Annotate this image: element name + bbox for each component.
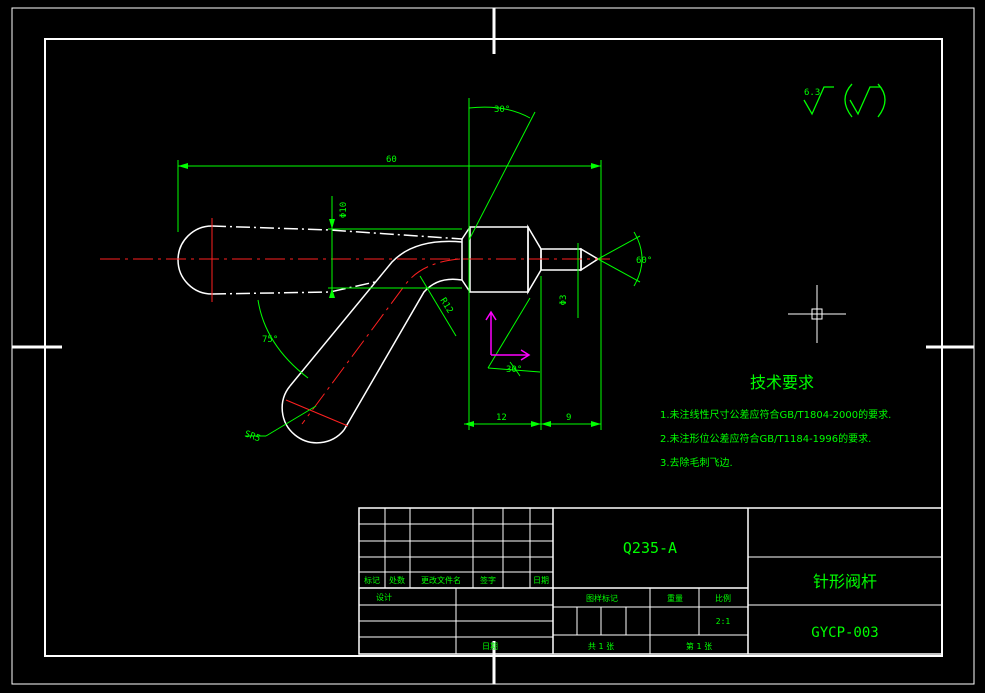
dim-angle-60: 60° — [636, 256, 652, 266]
dim-dia-10: Φ10 — [339, 202, 349, 218]
scale-value: 2:1 — [716, 617, 731, 626]
part-name-text: 针形阀杆 — [813, 572, 877, 591]
header-mark: 标记 — [364, 575, 380, 585]
crosshair-icon — [788, 285, 846, 343]
tech-requirements-title: 技术要求 — [750, 373, 814, 392]
tech-requirement-3: 3.去除毛刺飞边. — [660, 456, 733, 469]
surface-finish-symbol — [803, 83, 886, 118]
handle-left-end — [177, 225, 213, 295]
material-text: Q235-A — [623, 539, 677, 557]
part-outline — [177, 224, 600, 444]
scale-label: 比例 — [715, 593, 731, 603]
tech-requirement-2: 2.未注形位公差应符合GB/T1184-1996的要求. — [660, 432, 871, 445]
dimension-arrows — [178, 163, 601, 427]
dimension-lines — [177, 98, 643, 437]
header-change-doc: 更改文件名 — [421, 575, 461, 585]
total-sheets-label: 共 1 张 — [588, 642, 614, 651]
stage-mark-label: 图样标记 — [586, 593, 618, 603]
technical-requirements: 技术要求 1.未注线性尺寸公差应符合GB/T1804-2000的要求. 2.未注… — [660, 373, 891, 469]
dim-angle-30-bottom: 30° — [506, 365, 522, 375]
title-block-texts: 标记 处数 更改文件名 签字 日期 设计 日期 图样标记 重量 比例 2:1 共… — [364, 539, 879, 651]
drawing-frame — [11, 7, 975, 685]
sheet-label: 第 1 张 — [686, 641, 712, 651]
date-label: 日期 — [482, 642, 498, 651]
header-signature: 签字 — [480, 575, 496, 585]
dim-9: 9 — [566, 413, 571, 423]
ucs-icon — [485, 310, 531, 361]
arm-end-ball — [281, 385, 345, 444]
title-block — [358, 507, 943, 655]
weight-label: 重量 — [667, 593, 683, 603]
surface-finish-value: 6.3 — [804, 88, 820, 98]
design-label: 设计 — [376, 592, 392, 602]
dim-60: 60 — [386, 155, 397, 165]
centerlines — [100, 218, 610, 427]
arm-upper-edge — [289, 240, 463, 387]
header-date: 日期 — [533, 576, 549, 585]
handle-bottom-edge — [211, 281, 376, 295]
dim-angle-75: 75° — [262, 335, 278, 345]
dim-angle-30-top: 30° — [494, 105, 510, 115]
dim-dia-3: Φ3 — [559, 295, 569, 306]
arm-lower-edge — [343, 278, 463, 431]
drawing-number-text: GYCP-003 — [811, 625, 878, 641]
header-count: 处数 — [389, 575, 405, 585]
tech-requirement-1: 1.未注线性尺寸公差应符合GB/T1804-2000的要求. — [660, 408, 891, 421]
dim-12: 12 — [496, 413, 507, 423]
